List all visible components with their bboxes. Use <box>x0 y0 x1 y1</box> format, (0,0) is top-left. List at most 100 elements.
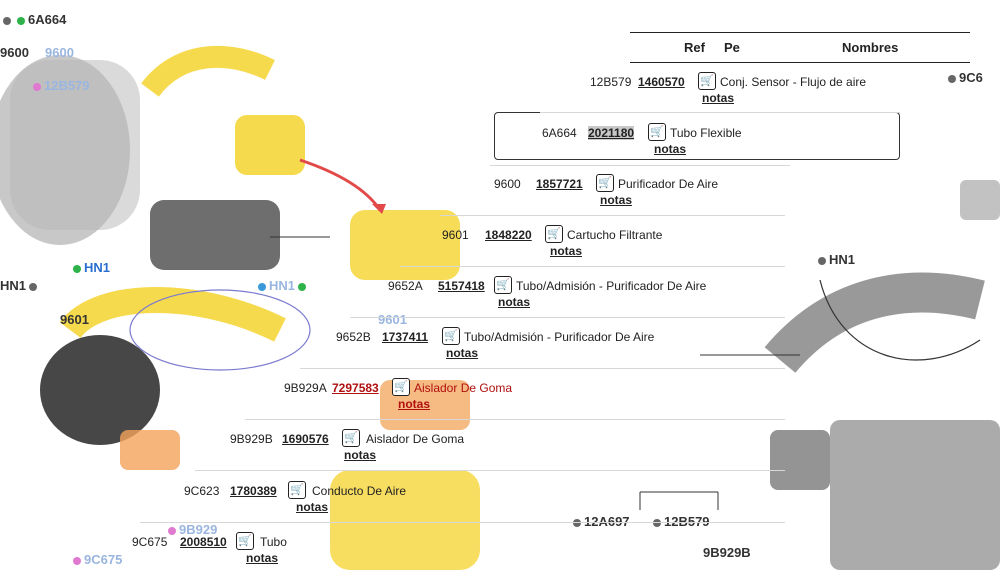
hose-mid <box>59 287 286 342</box>
row-ref: 12B579 <box>590 75 632 89</box>
callout-9C675[interactable]: 9C675 <box>70 552 122 567</box>
row-part-number[interactable]: 2008510 <box>180 535 227 549</box>
callout-hn1-mid[interactable]: HN1 <box>70 260 110 275</box>
row-divider <box>195 470 785 471</box>
callout-hn1-mid2[interactable]: HN1 <box>255 278 309 293</box>
row-name: Purificador De Aire <box>618 177 719 191</box>
row-part-number[interactable]: 1737411 <box>382 330 429 344</box>
row-part-number[interactable]: 5157418 <box>438 279 485 293</box>
row-ref: 9600 <box>494 177 521 191</box>
callout-9B929[interactable]: 9B929 <box>165 522 217 537</box>
callout-9B929B[interactable]: 9B929B <box>703 545 751 560</box>
row-name: Conducto De Aire <box>312 484 407 498</box>
table-header-rule-top <box>630 32 970 33</box>
row-name: Tubo/Admisión - Purificador De Aire <box>464 330 655 344</box>
right-top-part <box>960 180 1000 220</box>
row-part-number[interactable]: 1857721 <box>536 177 583 191</box>
cart-icon[interactable]: 🛒 <box>698 72 716 90</box>
dark-resonator <box>150 200 280 270</box>
row-notes-link[interactable]: notas <box>398 397 431 411</box>
row-ref: 9C623 <box>184 484 220 498</box>
callout-9601b[interactable]: 9601 <box>378 312 407 327</box>
row-ref: 9C675 <box>132 535 168 549</box>
row-notes-link[interactable]: notas <box>246 551 279 565</box>
callout-label: 9B929 <box>179 522 218 537</box>
row-notes-link[interactable]: notas <box>344 448 377 462</box>
cart-icon[interactable]: 🛒 <box>596 174 614 192</box>
row-notes-link[interactable]: notas <box>446 346 479 360</box>
dark-cap <box>40 335 160 445</box>
callout-12B579b[interactable]: 12B579 <box>30 78 90 93</box>
right-hose <box>764 272 985 374</box>
callout-label: HN1 <box>829 252 856 267</box>
cart-icon[interactable]: 🛒 <box>392 378 410 396</box>
cart-icon[interactable]: 🛒 <box>288 481 306 499</box>
row-notes-link[interactable]: notas <box>296 500 329 514</box>
blue-outline <box>129 289 311 371</box>
row-part-number[interactable]: 7297583 <box>332 381 379 395</box>
row-divider <box>140 522 785 523</box>
row-notes-link[interactable]: notas <box>654 142 687 156</box>
callout-label: 9C6 <box>959 70 983 85</box>
red-arrow <box>299 158 382 211</box>
callout-label: 6A664 <box>28 12 67 27</box>
column-header-part: Pe <box>724 40 740 55</box>
callout-hn1-right[interactable]: HN1 <box>815 252 855 267</box>
row-part-number[interactable]: 1780389 <box>230 484 277 498</box>
callout-dot <box>17 16 25 25</box>
callout-dot <box>33 82 41 91</box>
row-part-number[interactable]: 2021180 <box>588 126 635 140</box>
row-notes-link[interactable]: notas <box>498 295 531 309</box>
row-notes-link[interactable]: notas <box>550 244 583 258</box>
cart-icon[interactable]: 🛒 <box>545 225 563 243</box>
cart-icon[interactable]: 🛒 <box>648 123 666 141</box>
column-header-name: Nombres <box>842 40 899 55</box>
row-part-number[interactable]: 1460570 <box>638 75 685 89</box>
row-divider <box>300 368 785 369</box>
callout-label: 9B929B <box>703 545 751 560</box>
callout-dot <box>73 264 81 273</box>
callout-label: HN1 <box>0 278 27 293</box>
row-divider <box>440 215 785 216</box>
hose-upper <box>141 45 275 98</box>
cart-icon[interactable]: 🛒 <box>236 532 254 550</box>
callout-9600[interactable]: 9600 <box>0 45 29 60</box>
row-name: Tubo Flexible <box>670 126 742 140</box>
row-name: Tubo/Admisión - Purificador De Aire <box>516 279 707 293</box>
callout-label: 9600 <box>0 45 29 60</box>
row-ref: 9652B <box>336 330 371 344</box>
callout-label: 12B579 <box>44 78 90 93</box>
row-notes-link[interactable]: notas <box>600 193 633 207</box>
callout-9600b[interactable]: 9600 <box>45 45 74 60</box>
row-name: Tubo <box>260 535 287 549</box>
callout-dot <box>73 556 81 565</box>
cart-icon[interactable]: 🛒 <box>494 276 512 294</box>
column-header-ref: Ref <box>684 40 705 55</box>
callout-9601[interactable]: 9601 <box>60 312 89 327</box>
row-divider <box>245 419 785 420</box>
row-part-number[interactable]: 1690576 <box>282 432 329 446</box>
row-divider <box>350 317 785 318</box>
row-notes-link[interactable]: notas <box>702 91 735 105</box>
row-part-number[interactable]: 1848220 <box>485 228 532 242</box>
row-name: Cartucho Filtrante <box>567 228 663 242</box>
cart-icon[interactable]: 🛒 <box>442 327 460 345</box>
callout-dot <box>168 526 176 535</box>
callout-label: 12B579 <box>664 514 710 529</box>
callout-dot <box>29 282 38 291</box>
callout-9C6[interactable]: 9C6 <box>945 70 983 85</box>
callout-dot <box>3 16 11 25</box>
callout-label: 9C675 <box>84 552 123 567</box>
callout-label: 9600 <box>45 45 74 60</box>
callout-label: HN1 <box>84 260 111 275</box>
callout-hn1-left[interactable]: HN1 <box>0 278 40 293</box>
row-name: Aislador De Goma <box>366 432 465 446</box>
row-name: Aislador De Goma <box>414 381 513 395</box>
cart-icon[interactable]: 🛒 <box>342 429 360 447</box>
callout-label: 12A697 <box>584 514 630 529</box>
callout-6A664[interactable]: 6A664 <box>0 12 66 27</box>
row-divider <box>490 165 790 166</box>
right-outline <box>819 279 981 361</box>
callout-dot <box>298 282 307 291</box>
